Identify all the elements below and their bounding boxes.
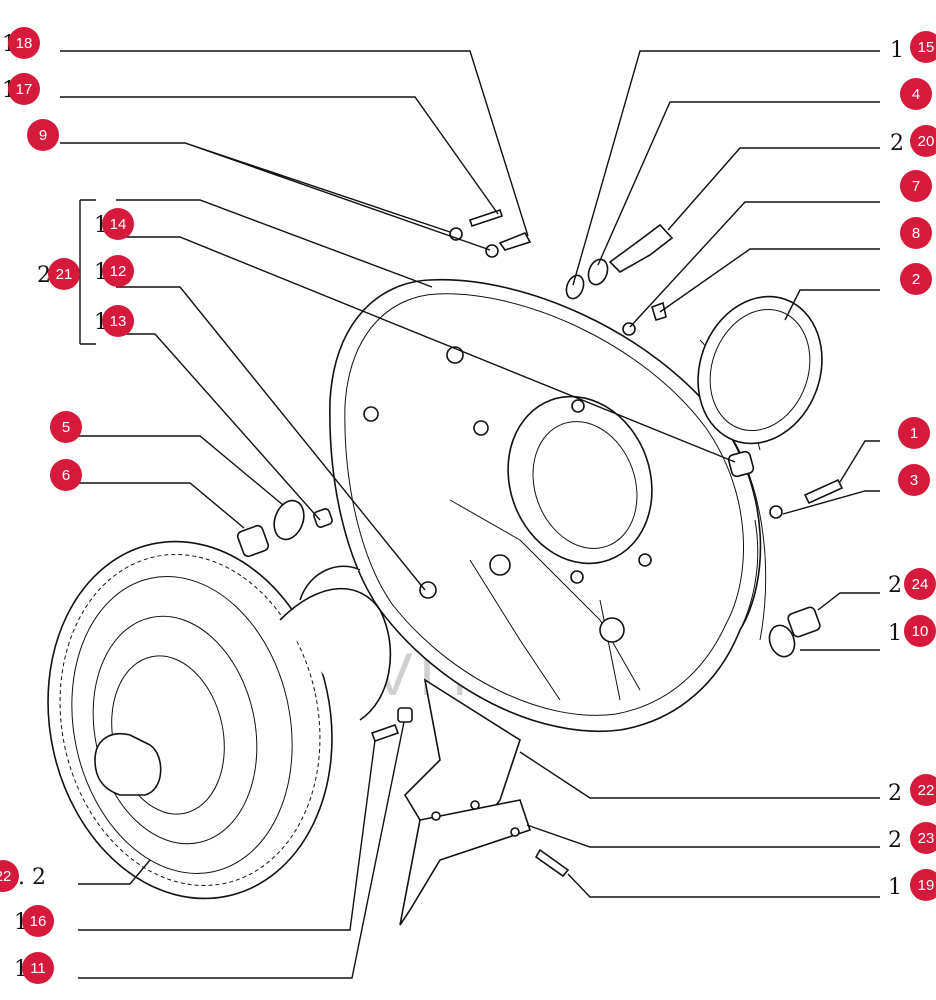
callout-badge	[48, 258, 80, 290]
callout-badge	[102, 305, 134, 337]
callout-badge	[898, 417, 930, 449]
svg-text:2: 2	[888, 573, 902, 598]
callout-badge	[910, 869, 936, 901]
callout-11[interactable]: 1 11	[14, 952, 54, 984]
svg-text:3: 3	[910, 472, 918, 489]
callout-20[interactable]: 2 20	[890, 125, 936, 157]
callout-21[interactable]: 2 21	[37, 258, 80, 290]
callout-badge	[8, 73, 40, 105]
callout-badge	[102, 255, 134, 287]
callout-badge	[904, 568, 936, 600]
callout-22-left[interactable]: 22 . 2	[0, 860, 46, 892]
callout-23[interactable]: 2 23	[888, 822, 936, 854]
svg-text:. 2: . 2	[18, 865, 46, 890]
svg-text:9: 9	[39, 127, 47, 144]
svg-text:10: 10	[912, 623, 929, 640]
svg-text:1: 1	[888, 621, 902, 646]
svg-text:12: 12	[110, 263, 127, 280]
callout-9[interactable]: 9	[27, 119, 59, 151]
svg-text:7: 7	[912, 178, 920, 195]
callout-badge	[27, 119, 59, 151]
svg-text:13: 13	[110, 313, 127, 330]
svg-text:2: 2	[890, 131, 904, 156]
svg-text:21: 21	[56, 266, 73, 283]
svg-text:8: 8	[912, 225, 920, 242]
callout-3[interactable]: 3	[898, 464, 930, 496]
callout-4[interactable]: 4	[900, 78, 932, 110]
callout-badge	[910, 822, 936, 854]
callout-17[interactable]: 1 17	[2, 73, 40, 105]
callout-2[interactable]: 2	[900, 263, 932, 295]
svg-text:1: 1	[890, 38, 904, 63]
callout-badge	[22, 905, 54, 937]
svg-text:15: 15	[918, 39, 935, 56]
callout-7[interactable]: 7	[900, 170, 932, 202]
callout-badge	[22, 952, 54, 984]
svg-text:2: 2	[888, 828, 902, 853]
callout-badge	[50, 459, 82, 491]
callout-6[interactable]: 6	[50, 459, 82, 491]
svg-text:24: 24	[912, 576, 929, 593]
callout-badge	[910, 125, 936, 157]
callout-badge	[904, 615, 936, 647]
callout-19[interactable]: 1 19	[888, 869, 936, 901]
callout-badge	[900, 263, 932, 295]
callout-5[interactable]: 5	[50, 411, 82, 443]
svg-text:2: 2	[37, 263, 51, 288]
callout-1[interactable]: 1	[898, 417, 930, 449]
svg-text:14: 14	[110, 216, 127, 233]
callout-15[interactable]: 1 15	[890, 31, 936, 63]
svg-text:22: 22	[918, 782, 935, 799]
callout-22[interactable]: 2 22	[888, 774, 936, 806]
callout-badge	[102, 208, 134, 240]
svg-text:6: 6	[62, 467, 70, 484]
svg-text:16: 16	[30, 913, 47, 930]
svg-text:22: 22	[0, 868, 11, 885]
mounting-bracket	[399, 678, 532, 926]
callout-16[interactable]: 1 16	[14, 905, 54, 937]
svg-text:19: 19	[918, 877, 935, 894]
callout-24[interactable]: 2 24	[888, 568, 936, 600]
callout-10[interactable]: 1 10	[888, 615, 936, 647]
leader-lines	[60, 50, 880, 979]
svg-text:2: 2	[888, 781, 902, 806]
svg-text:23: 23	[918, 830, 935, 847]
callout-13[interactable]: 1 13	[94, 305, 134, 337]
callout-14[interactable]: 1 14	[94, 208, 134, 240]
callout-8[interactable]: 8	[900, 217, 932, 249]
converter-housing	[329, 278, 767, 732]
callout-18[interactable]: 1 18	[2, 27, 40, 59]
svg-text:18: 18	[16, 35, 33, 52]
svg-text:5: 5	[62, 419, 70, 436]
callout-badge	[8, 27, 40, 59]
svg-text:1: 1	[888, 875, 902, 900]
svg-text:4: 4	[912, 86, 920, 103]
callout-badge	[900, 217, 932, 249]
callout-badge	[910, 31, 936, 63]
svg-text:20: 20	[918, 133, 935, 150]
callout-badge	[900, 170, 932, 202]
callout-12[interactable]: 1 12	[94, 255, 134, 287]
svg-text:1: 1	[910, 425, 918, 442]
callout-badge	[898, 464, 930, 496]
torque-converter	[47, 540, 392, 900]
callout-badge	[50, 411, 82, 443]
svg-text:2: 2	[912, 271, 920, 288]
svg-text:17: 17	[16, 81, 33, 98]
callout-badge	[0, 860, 19, 892]
svg-text:11: 11	[30, 960, 46, 977]
small-hardware	[236, 208, 844, 878]
callout-badge	[900, 78, 932, 110]
callout-badge	[910, 774, 936, 806]
